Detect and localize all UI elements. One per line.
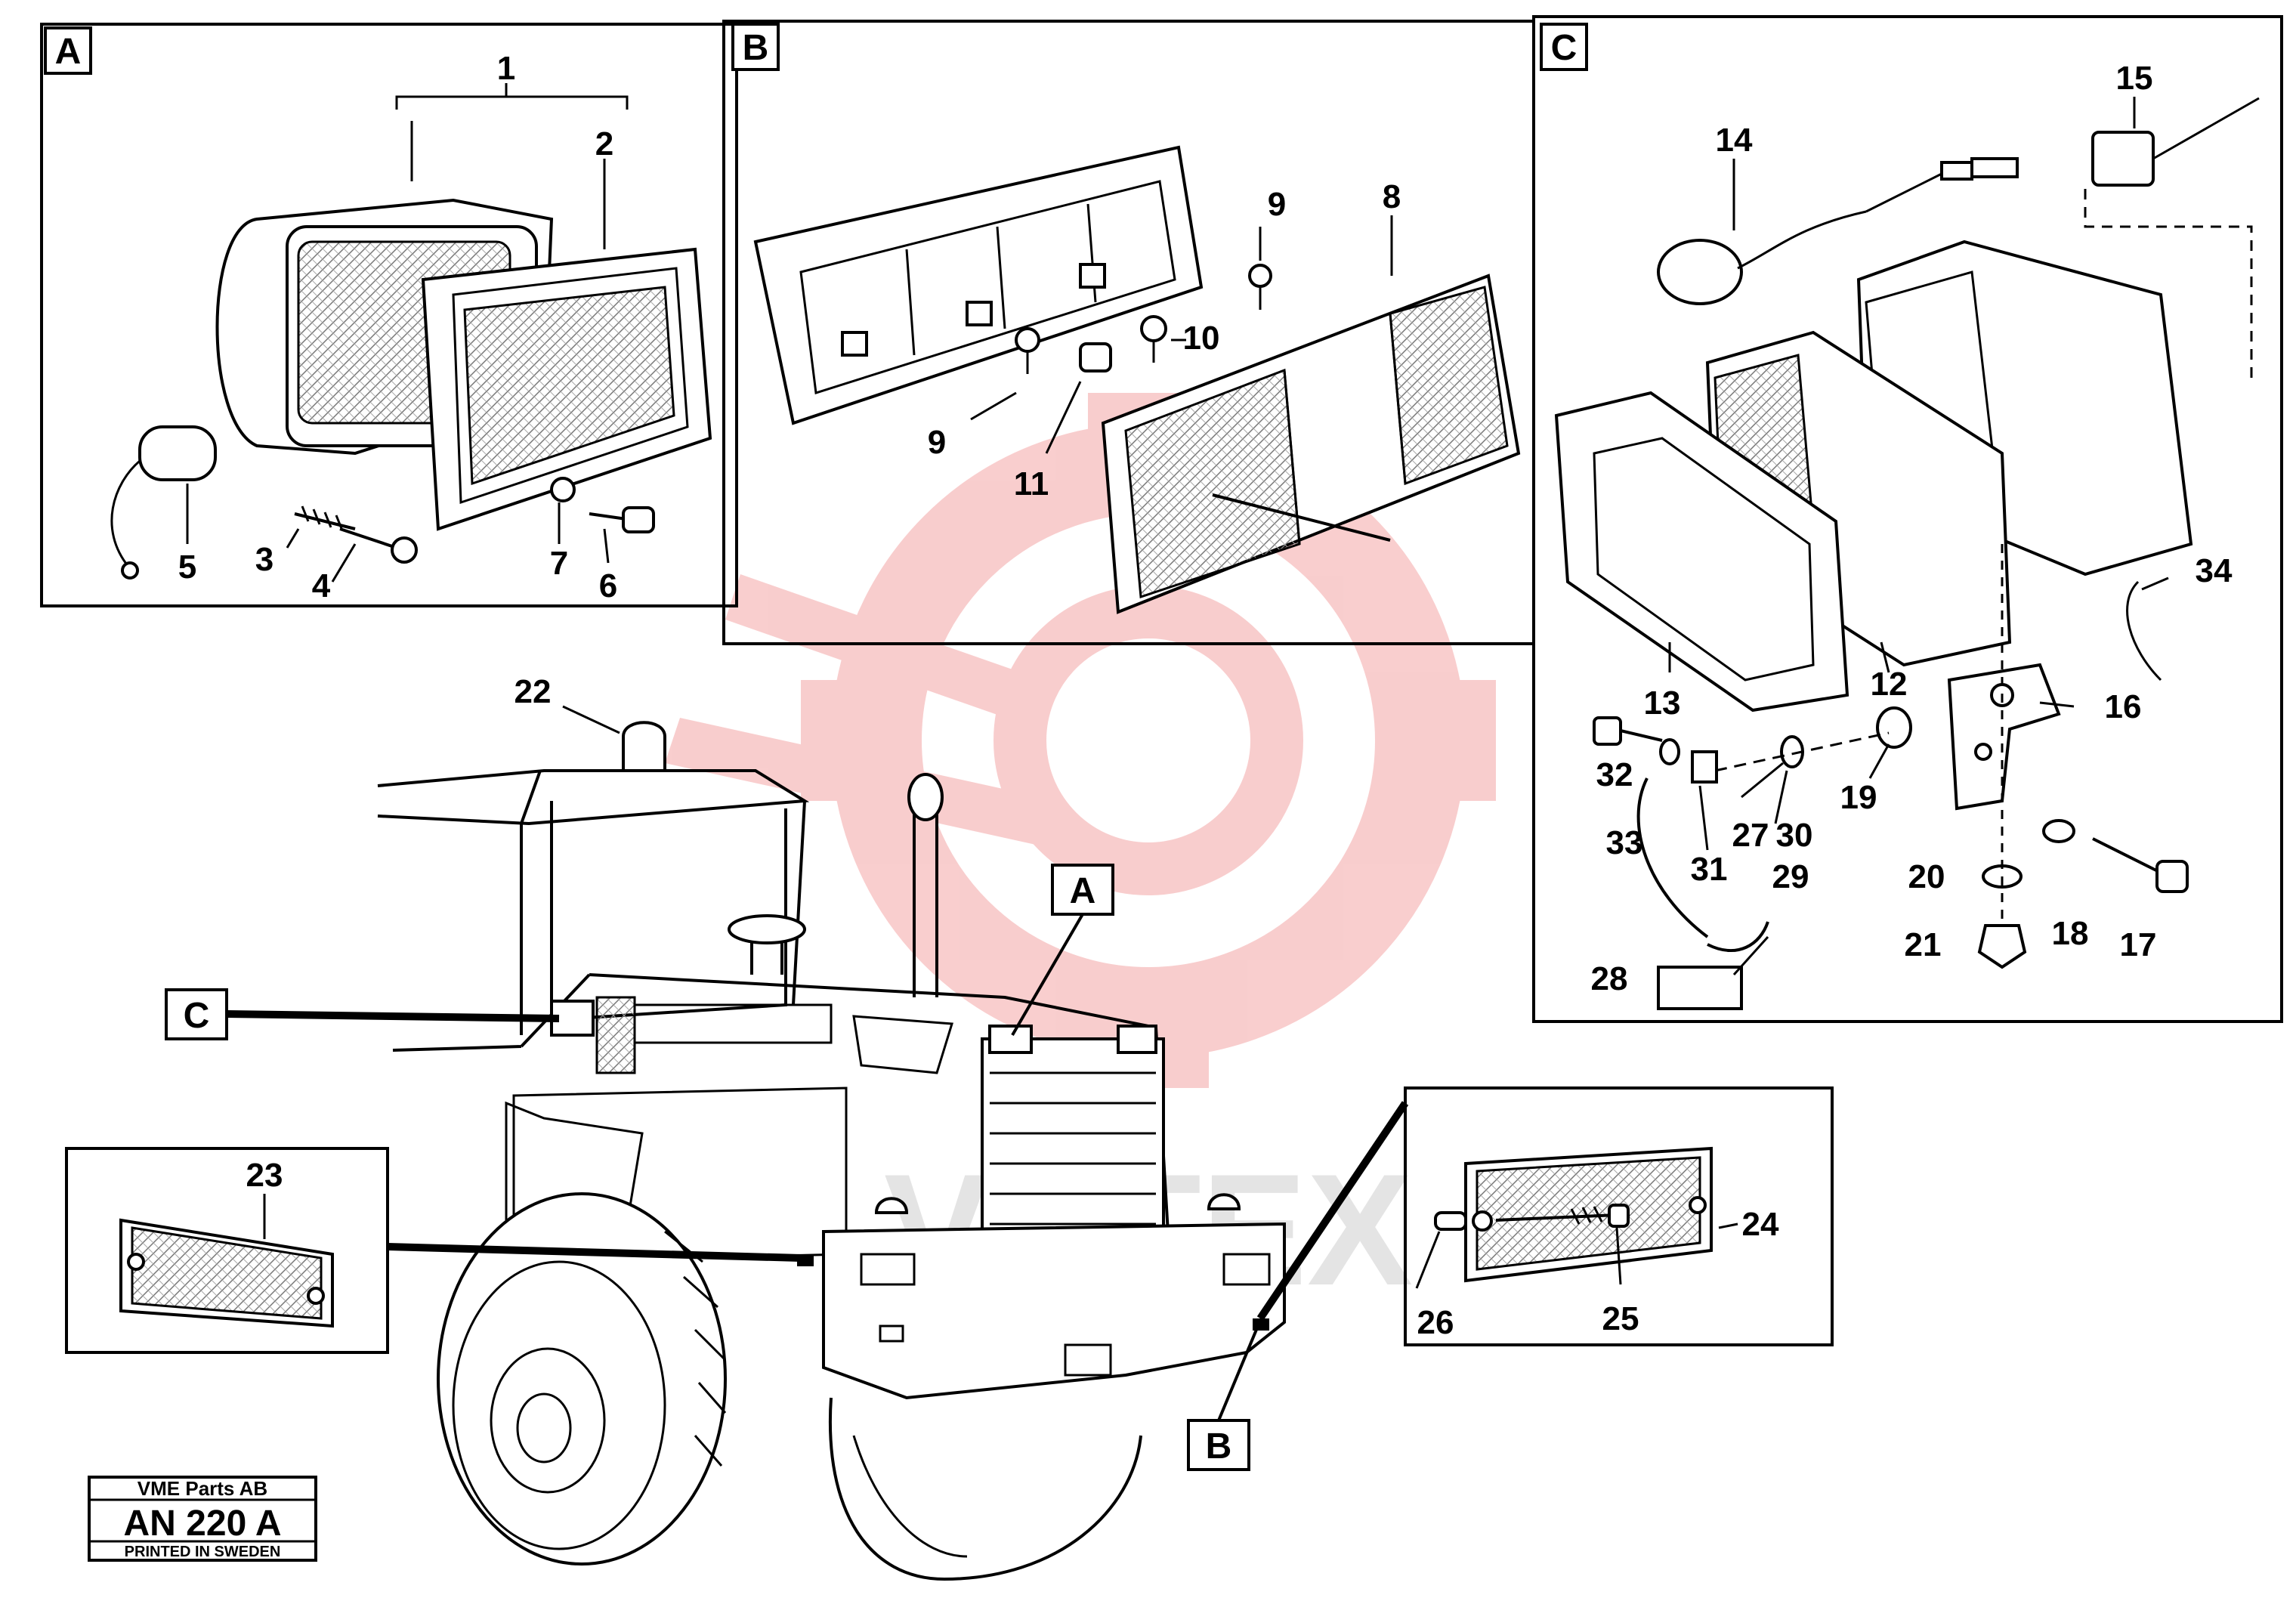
label-23: 23 bbox=[246, 1157, 283, 1194]
label-13: 13 bbox=[1644, 685, 1681, 722]
label-1: 1 bbox=[497, 50, 515, 87]
label-21: 21 bbox=[1905, 926, 1942, 963]
beacon-light bbox=[622, 721, 666, 772]
panel-c: C bbox=[1532, 15, 2283, 1023]
plug-connector bbox=[2084, 97, 2260, 378]
detail-box-23: 23 bbox=[65, 1147, 802, 1354]
stamp-company: VME Parts AB bbox=[138, 1477, 267, 1500]
front-tire bbox=[828, 1397, 1142, 1581]
lens-screw bbox=[1212, 493, 1391, 542]
label-34: 34 bbox=[2196, 552, 2233, 589]
label-15: 15 bbox=[2116, 60, 2153, 97]
washer-26 bbox=[1434, 1211, 1467, 1231]
detail-box-24: 24 25 26 bbox=[1256, 1086, 1834, 1346]
bulb-left bbox=[1015, 327, 1040, 374]
callout-c: C bbox=[165, 988, 560, 1040]
svg-text:C: C bbox=[184, 996, 210, 1036]
wheel-loader bbox=[377, 721, 1286, 1581]
label-27: 27 bbox=[1732, 817, 1769, 854]
label-10: 10 bbox=[1183, 320, 1220, 357]
nut-19 bbox=[1876, 706, 1912, 749]
label-6: 6 bbox=[599, 567, 617, 604]
label-20: 20 bbox=[1908, 858, 1945, 895]
bulb-medium bbox=[1140, 315, 1167, 363]
panel-a: A bbox=[40, 23, 738, 607]
label-5: 5 bbox=[178, 549, 196, 586]
label-22: 22 bbox=[515, 673, 552, 710]
nut-21 bbox=[1977, 924, 2027, 969]
label-7: 7 bbox=[550, 545, 568, 582]
mounting-bracket bbox=[1947, 663, 2061, 811]
label-18: 18 bbox=[2052, 915, 2089, 952]
bolt-32 bbox=[1593, 716, 1663, 746]
label-28: 28 bbox=[1591, 960, 1628, 997]
label-33: 33 bbox=[1606, 824, 1643, 861]
label-29: 29 bbox=[1772, 858, 1809, 895]
label-32: 32 bbox=[1596, 756, 1633, 793]
washer bbox=[550, 477, 576, 502]
counterweight bbox=[822, 1222, 1286, 1400]
label-8: 8 bbox=[1383, 178, 1401, 215]
svg-text:B: B bbox=[1206, 1426, 1232, 1467]
panel-a-letter: A bbox=[55, 32, 82, 72]
title-stamp: VME Parts AB AN 220 A PRINTED IN SWEDEN bbox=[88, 1476, 317, 1562]
label-25: 25 bbox=[1602, 1300, 1639, 1337]
label-3: 3 bbox=[255, 541, 273, 578]
label-30: 30 bbox=[1776, 817, 1813, 854]
label-19: 19 bbox=[1840, 779, 1877, 816]
bulb-small bbox=[1248, 264, 1272, 310]
rear-lamp-mount bbox=[988, 1025, 1033, 1054]
cable-plug bbox=[1657, 966, 1743, 1010]
label-24: 24 bbox=[1742, 1206, 1779, 1243]
frame-screw bbox=[589, 506, 655, 533]
stamp-printed: PRINTED IN SWEDEN bbox=[125, 1544, 281, 1560]
panel-b: B 9 bbox=[722, 20, 1535, 645]
panel-c-letter: C bbox=[1551, 28, 1578, 68]
panel-b-letter: B bbox=[743, 28, 769, 68]
callout-a: A bbox=[1011, 864, 1114, 1037]
callout-b: B bbox=[1187, 1325, 1259, 1471]
lamp-cable bbox=[1636, 731, 1890, 1010]
stamp-code: AN 220 A bbox=[124, 1504, 282, 1544]
washer-33 bbox=[1659, 738, 1680, 765]
label-4: 4 bbox=[312, 567, 331, 604]
label-14: 14 bbox=[1716, 122, 1753, 159]
label-31: 31 bbox=[1691, 851, 1728, 888]
label-17: 17 bbox=[2120, 926, 2157, 963]
cable-clip bbox=[1691, 750, 1718, 784]
bulb-socket bbox=[1079, 342, 1112, 372]
bolt-17 bbox=[2092, 837, 2189, 893]
label-9-bottom: 9 bbox=[928, 424, 946, 461]
adjuster-screw bbox=[294, 505, 418, 564]
halogen-bulb bbox=[1657, 157, 2019, 305]
cable-tie bbox=[2126, 580, 2162, 682]
label-12: 12 bbox=[1871, 666, 1908, 703]
label-26: 26 bbox=[1417, 1304, 1454, 1341]
screw-25 bbox=[1495, 1204, 1630, 1228]
label-9-top: 9 bbox=[1268, 186, 1286, 223]
label-16: 16 bbox=[2105, 688, 2142, 725]
label-11: 11 bbox=[1014, 465, 1049, 502]
label-2: 2 bbox=[595, 125, 613, 162]
washer-18 bbox=[2042, 819, 2075, 843]
svg-text:A: A bbox=[1070, 871, 1096, 911]
bulb-holder bbox=[110, 425, 217, 580]
